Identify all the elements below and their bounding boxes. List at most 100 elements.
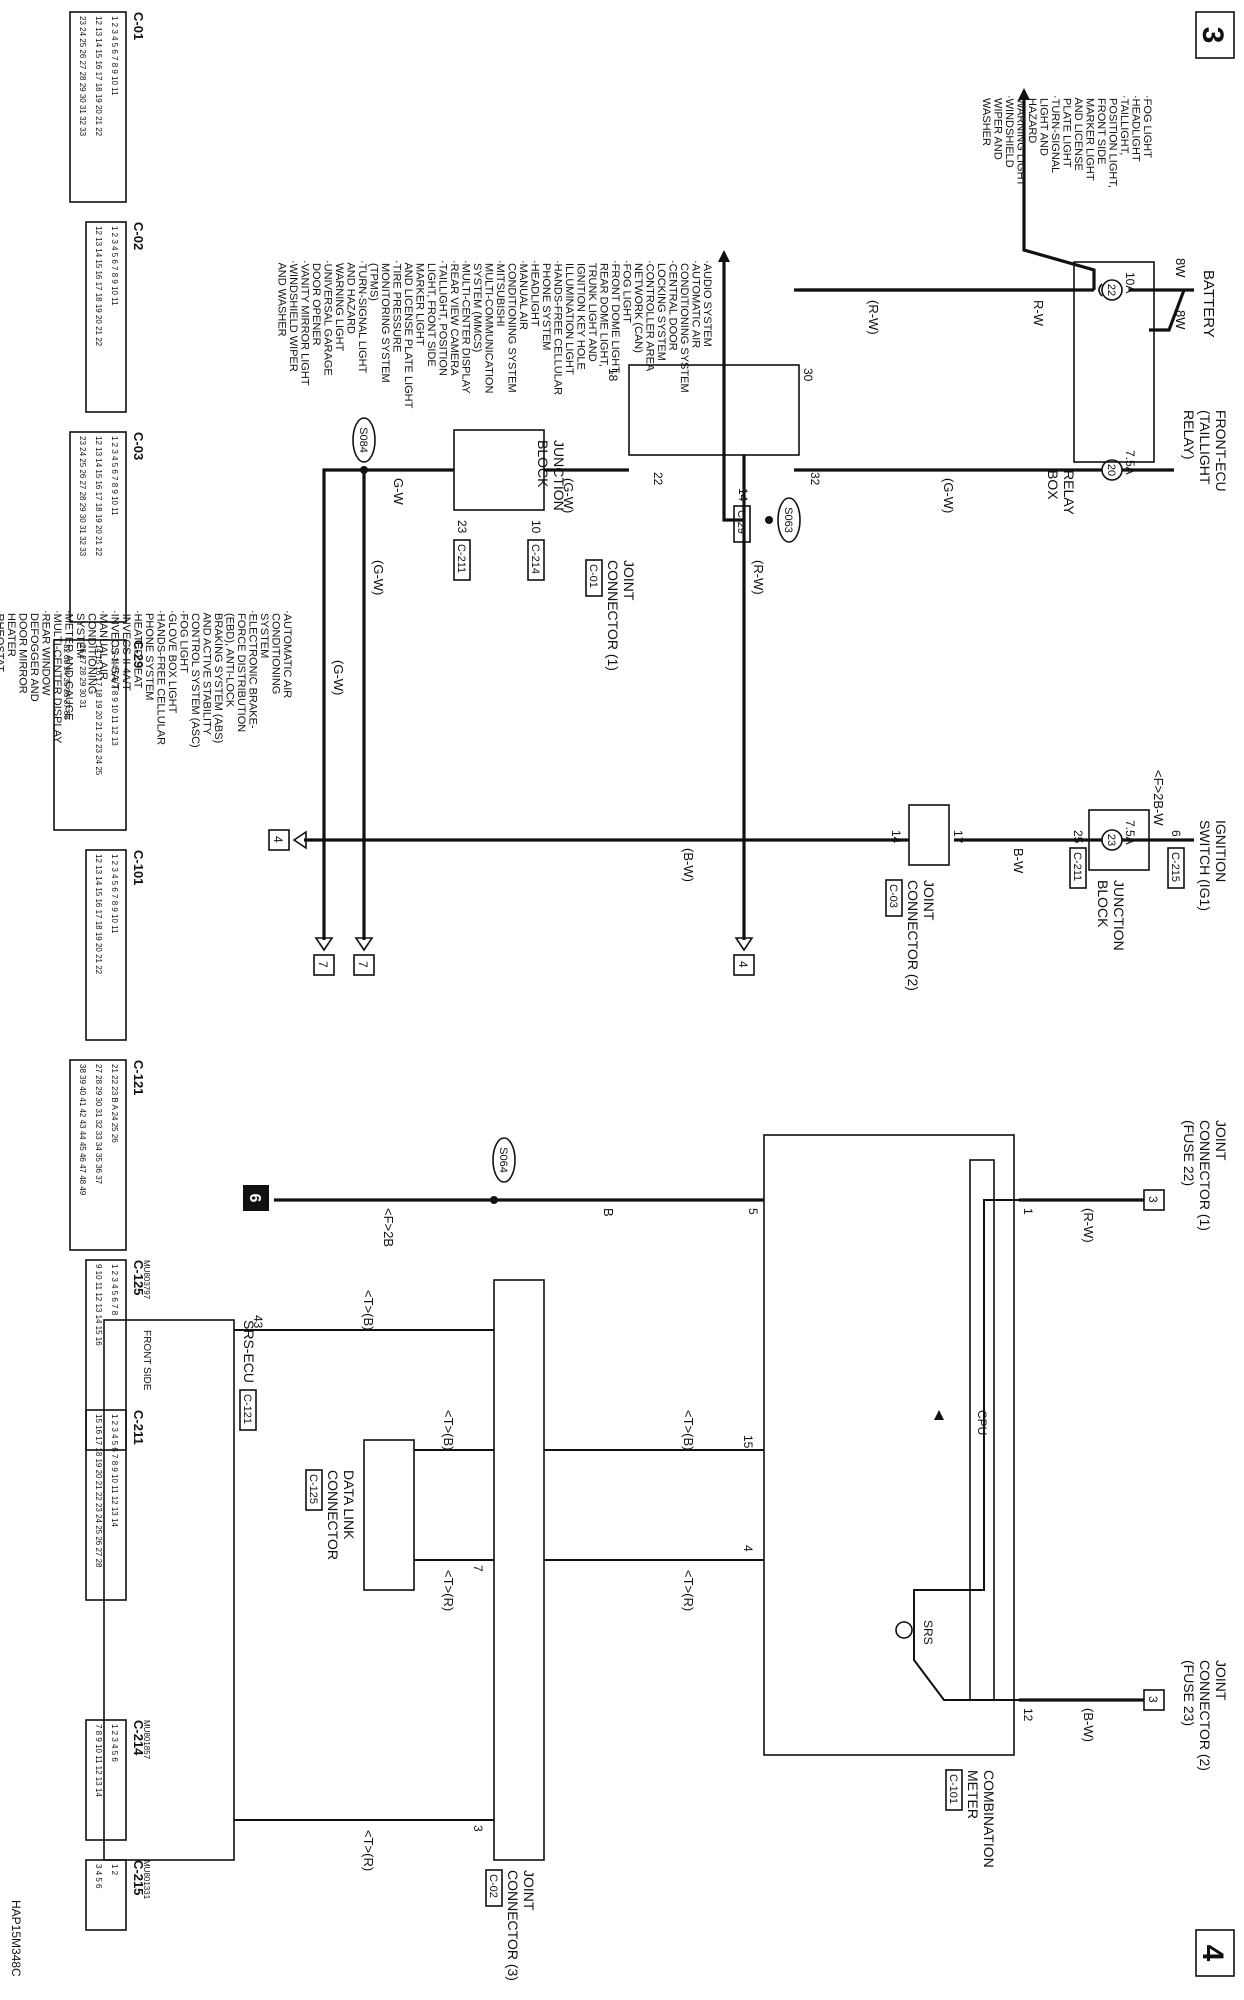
c02-face (85, 221, 127, 413)
load-item: REAR DOME LIGHT, (598, 260, 610, 367)
c03-face-row: 1 2 3 4 5 6 7 8 9 10 11 (110, 436, 119, 516)
c01-ref: C-01 (587, 564, 599, 588)
wire-8w-1: 8W (1173, 258, 1188, 278)
load-item: TRUNK LIGHT AND (586, 260, 598, 362)
load-item: ·FRONT DOME LIGHT, (609, 260, 621, 375)
joint-conn-2-label-2: CONNECTOR (2) (905, 880, 921, 991)
c211-face-label: C-211 (131, 1410, 146, 1445)
arrow-to-7-a (354, 937, 374, 952)
load-item: ·VANITY MIRROR LIGHT (299, 260, 311, 386)
ground-label: 6 (246, 1194, 263, 1203)
load-item: POSITION LIGHT, (1107, 95, 1119, 188)
fuse22-branch-arrow (1018, 88, 1030, 100)
joint-conn-1-label-2: CONNECTOR (1) (605, 560, 621, 671)
load-item: CONDITIONING (86, 610, 98, 694)
c03-face-row: 12 13 14 15 16 17 18 19 20 21 22 (94, 436, 103, 557)
load-item: ·FOG LIGHT (178, 610, 190, 673)
pin-14-c29: 14 (736, 488, 750, 502)
c215-face-label: C-215 (131, 1860, 146, 1895)
load-item: ·REAR WINDOW (40, 610, 52, 696)
load-item: ·HANDS-FREE CELLULAR (552, 260, 564, 395)
svg-text:·FOG LIGHT·HEADLIGHT·TAILLIGHT: ·FOG LIGHT·HEADLIGHT·TAILLIGHT, POSITION… (980, 95, 1153, 188)
pin-25: 25 (1071, 830, 1085, 844)
pin-10: 10 (529, 520, 543, 534)
pin-1: 1 (1021, 1208, 1035, 1215)
wire-tr-2: <T>(R) (441, 1570, 456, 1611)
load-item: ·METER AND GAUGE (63, 610, 75, 721)
pin-22: 22 (651, 472, 665, 486)
wire-b: B (601, 1208, 616, 1217)
load-item: ·REAR VIEW CAMERA (448, 260, 460, 376)
jc2-fuse-label-2: CONNECTOR (2) (1197, 1660, 1213, 1771)
c101-face-row: 1 2 3 4 5 6 7 8 9 10 11 (110, 854, 119, 934)
load-item: WASHER (980, 95, 992, 146)
fuse-23-num: 23 (1105, 834, 1117, 846)
c03-face-row: 23 24 25 26 27 28 29 30 31 32 33 (78, 436, 87, 557)
load-item: ·UNIVERSAL GARAGE (322, 260, 334, 376)
pin-30: 30 (801, 368, 815, 382)
c215-face-row: 1 2 (110, 1864, 119, 1876)
c02-face-row: 12 13 14 15 16 17 18 19 20 21 22 (94, 226, 103, 347)
load-item: WARNING LIGHT (1015, 95, 1027, 187)
c03-face (69, 431, 127, 623)
fuse22-load-list: ·FOG LIGHT·HEADLIGHT·TAILLIGHT, POSITION… (980, 95, 1153, 188)
svg-text:·AUTOMATIC AIR CONDITIONING: ·AUTOMATIC AIR CONDITIONING SYSTEM·ELECT… (0, 610, 293, 748)
c121-face (69, 1059, 127, 1251)
load-item: MARKER LIGHT (414, 260, 426, 346)
load-item: ·TAILLIGHT, POSITION (437, 260, 449, 376)
c121-face-label: C-121 (131, 1060, 146, 1095)
wire-tb-1: <T>(B) (681, 1410, 696, 1450)
c101-face (85, 849, 127, 1041)
srs-indicator-icon (895, 1621, 913, 1639)
c101-face-label: C-101 (131, 850, 146, 885)
load-item: DOOR OPENER (310, 260, 322, 346)
srs-ecu-box (103, 1319, 235, 1861)
load-item: HEATER (5, 610, 17, 657)
arrow-ref-7-b: 7 (316, 961, 330, 968)
data-link-label-2: CONNECTOR (325, 1470, 341, 1560)
load-item: NETWORK (CAN) (632, 260, 644, 353)
load-item: ·MULTI-CENTER DISPLAY (51, 610, 63, 744)
load-item: ·INVECS-II 5A/T (109, 610, 121, 691)
front-ecu-label-1: FRONT-ECU (1213, 410, 1229, 492)
joint-connector-2-box (908, 804, 950, 866)
load-item: ·MANUAL AIR (517, 260, 529, 330)
s063-label: S063 (782, 507, 794, 533)
joint-connector-1-box (628, 364, 800, 456)
junction-block-label-1: JUNCTION (551, 440, 567, 511)
pin-7: 7 (471, 1565, 485, 1572)
c121-face-row: 27 28 29 30 31 32 33 34 35 36 37 (94, 1064, 103, 1185)
load-item: AND LICENSE (1072, 95, 1084, 171)
c121-face-row: 21 22 23 B A 24 25 26 (110, 1064, 119, 1143)
data-link-label-1: DATA LINK (341, 1470, 357, 1540)
pin-15: 15 (741, 1435, 755, 1449)
relay-box (1073, 261, 1155, 463)
load-item: ·HANDS-FREE CELLULAR (155, 610, 167, 745)
wire-rw-top: R-W (1031, 300, 1046, 327)
c125-side-label: FRONT SIDE (141, 1330, 152, 1391)
cpu-label: CPU (975, 1410, 989, 1435)
wire-8w-2: 8W (1173, 310, 1188, 330)
arrow-ref-7-a: 7 (356, 961, 370, 968)
joint-connector-3-box (493, 1279, 545, 1861)
c01-face-row: 12 13 14 15 16 17 18 19 20 21 22 (94, 16, 103, 137)
c29-ref: C-29 (735, 510, 747, 534)
load-item: AND ACTIVE STABILITY (201, 610, 213, 736)
page-code: HAP15M348C (9, 1900, 23, 1977)
c211-ref-2: C-211 (1071, 852, 1083, 881)
load-item: ·HEATED SEAT (132, 610, 144, 689)
load-item: ·HEADLIGHT (529, 260, 541, 327)
battery-label: BATTERY (1200, 270, 1217, 338)
load-item: ·HEADLIGHT (1130, 95, 1142, 162)
ref-3-a: 3 (1146, 1196, 1160, 1203)
load-item: ·ELECTRONIC BRAKE- (247, 610, 259, 729)
srs-label: SRS (921, 1620, 935, 1645)
c02-ref: C-02 (487, 1874, 499, 1898)
load-item: ·AUTOMATIC AIR (690, 260, 702, 348)
front-ecu-label-3: RELAY) (1181, 410, 1197, 460)
c215-ref: C-215 (1169, 852, 1181, 882)
fuse-22-num: 22 (1105, 284, 1117, 296)
load-item: FORCE DISTRIBUTION (235, 610, 247, 732)
c125-code: MU803797 (142, 1260, 151, 1300)
junction-block-2-label-2: BLOCK (1095, 880, 1111, 928)
